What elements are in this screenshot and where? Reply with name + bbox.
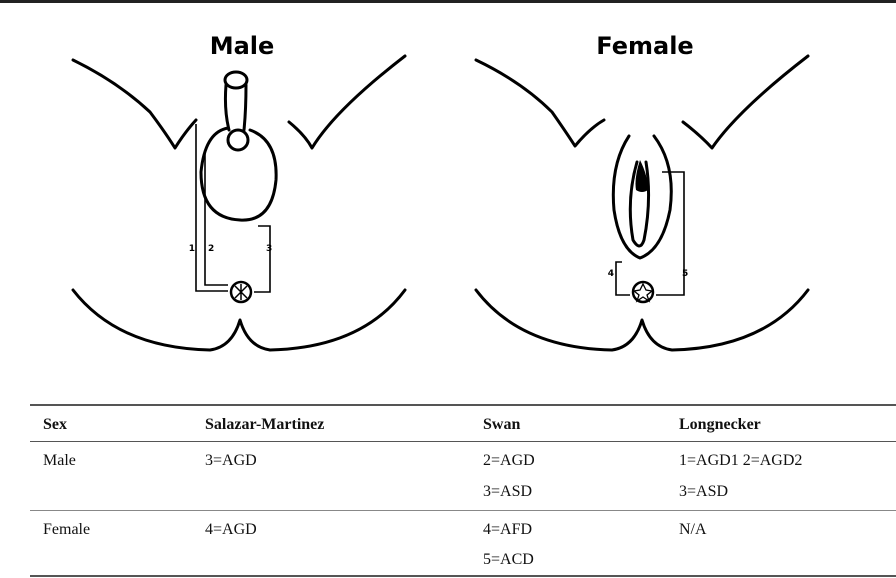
female-labia-inner bbox=[628, 160, 651, 248]
header-longnecker: Longnecker bbox=[679, 416, 761, 433]
table-top-rule bbox=[30, 404, 896, 406]
female-measure-4 bbox=[615, 261, 630, 296]
row-separator bbox=[30, 510, 896, 511]
row-male-swan-2: 3=ASD bbox=[483, 483, 533, 500]
row-female-swan-1: 4=AFD bbox=[483, 521, 533, 538]
female-anus bbox=[631, 280, 655, 304]
row-male-swan-1: 2=AGD bbox=[483, 452, 535, 469]
header-swan: Swan bbox=[483, 416, 521, 433]
row-male-longnecker-1: 1=AGD1 2=AGD2 bbox=[679, 452, 803, 469]
male-scrotum-top bbox=[226, 128, 250, 152]
male-label-2: 2 bbox=[208, 244, 214, 254]
female-buttocks-curve bbox=[474, 288, 810, 352]
male-measure-3 bbox=[254, 225, 271, 293]
header-sex: Sex bbox=[43, 416, 67, 433]
row-female-swan-2: 5=ACD bbox=[483, 551, 534, 568]
header-rule bbox=[30, 441, 896, 442]
male-label-1: 1 bbox=[189, 244, 195, 254]
male-right-thigh bbox=[287, 54, 407, 150]
top-rule bbox=[0, 0, 896, 3]
row-female-salazar: 4=AGD bbox=[205, 521, 257, 538]
header-salazar-martinez: Salazar-Martinez bbox=[205, 416, 325, 433]
male-glans bbox=[223, 70, 249, 90]
row-male-longnecker-2: 3=ASD bbox=[679, 483, 729, 500]
male-measure-2 bbox=[204, 152, 228, 286]
row-female-sex: Female bbox=[43, 521, 91, 538]
table-bottom-rule bbox=[30, 575, 896, 577]
row-female-longnecker: N/A bbox=[679, 521, 707, 538]
male-buttocks-curve bbox=[71, 288, 407, 352]
female-right-thigh bbox=[681, 54, 810, 150]
anogenital-distance-figure: Male 1 2 3 Female 4 5 bbox=[71, 32, 810, 352]
male-left-thigh bbox=[71, 58, 198, 150]
female-label-4: 4 bbox=[608, 269, 614, 279]
female-title: Female bbox=[596, 32, 693, 60]
male-measure-1 bbox=[195, 124, 228, 292]
female-labia-outer bbox=[611, 134, 673, 260]
female-label-5: 5 bbox=[682, 269, 688, 279]
male-anus bbox=[229, 280, 253, 304]
male-label-3: 3 bbox=[266, 244, 272, 254]
male-title: Male bbox=[210, 32, 275, 60]
row-male-sex: Male bbox=[43, 452, 76, 469]
row-male-salazar: 3=AGD bbox=[205, 452, 257, 469]
female-measure-5 bbox=[656, 171, 685, 296]
male-penis-shaft bbox=[223, 83, 248, 132]
female-left-thigh bbox=[474, 58, 606, 148]
male-scrotum bbox=[199, 126, 278, 222]
female-clitoris bbox=[635, 160, 648, 192]
